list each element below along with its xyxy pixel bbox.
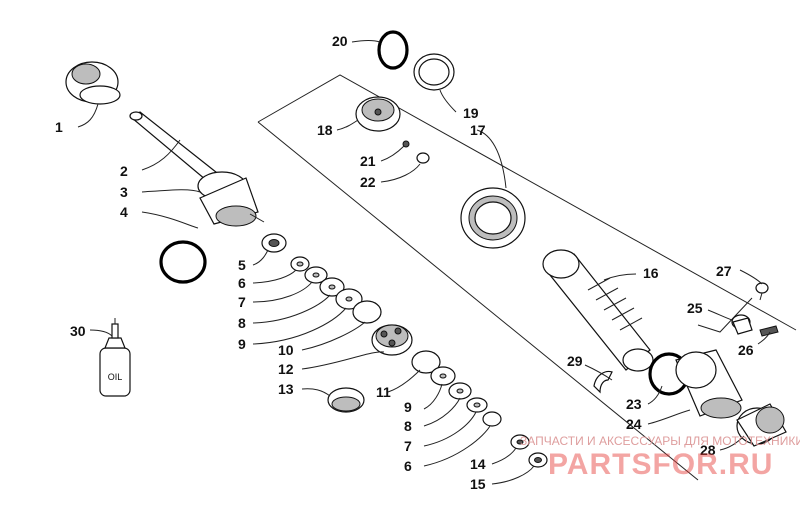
part-cap-26: [759, 325, 779, 337]
part-cap-18: [355, 96, 401, 132]
part-bumper-16: [542, 249, 654, 372]
callout-labels: 1 2 3 4 5 6 7 8 9 10 11 12 13 14 15 16 1…: [55, 33, 754, 492]
callout-1: 1: [55, 119, 63, 135]
part-ring-19: [413, 53, 455, 91]
part-collar-17: [460, 187, 526, 249]
callout-13: 13: [278, 381, 294, 397]
assembly-bracket: [257, 74, 797, 331]
part-washer-5: [261, 233, 287, 253]
callout-5: 5: [238, 257, 246, 273]
callout-20: 20: [332, 33, 348, 49]
part-shim-stack-lower: [411, 350, 502, 427]
callout-3: 3: [120, 184, 128, 200]
callout-19: 19: [463, 105, 479, 121]
callout-9-lower: 9: [404, 399, 412, 415]
callout-11: 11: [376, 384, 391, 400]
part-ball-21: [402, 140, 410, 148]
part-o-ring-4: [159, 240, 207, 284]
callout-30: 30: [70, 323, 86, 339]
watermark-logo: PARTSFOR.RU: [548, 448, 773, 481]
part-shim-stack-upper: [290, 256, 382, 324]
part-bushing-28: [736, 403, 787, 447]
callout-10: 10: [278, 342, 294, 358]
callout-29: 29: [567, 353, 583, 369]
callout-8: 8: [238, 315, 246, 331]
callout-7-lower: 7: [404, 438, 412, 454]
part-screw-27: [755, 282, 769, 301]
callout-6: 6: [238, 275, 246, 291]
callout-12: 12: [278, 361, 294, 377]
leader-lines: [77, 40, 771, 485]
part-shaft-body: [197, 171, 265, 227]
callout-17: 17: [470, 122, 486, 138]
part-washer-14: [510, 434, 530, 450]
callout-26: 26: [738, 342, 754, 358]
assembly-bracket-lower: [257, 121, 699, 481]
part-oil-bottle-30: [99, 318, 131, 397]
part-eyelet: [65, 61, 121, 105]
callout-25: 25: [687, 300, 703, 316]
part-screw-22: [416, 152, 430, 164]
callout-7: 7: [238, 294, 246, 310]
part-piston: [371, 324, 413, 356]
callout-24: 24: [626, 416, 642, 432]
callout-15: 15: [470, 476, 486, 492]
callout-28: 28: [700, 442, 716, 458]
callout-2: 2: [120, 163, 128, 179]
callout-18: 18: [317, 122, 333, 138]
callout-21: 21: [360, 153, 376, 169]
callout-16: 16: [643, 265, 659, 281]
callout-9: 9: [238, 336, 246, 352]
oil-bottle-label: OIL: [108, 372, 123, 382]
watermark-tagline: ЗАПЧАСТИ И АКСЕССУАРЫ ДЛЯ МОТОТЕХНИКИ: [520, 434, 800, 448]
callout-4: 4: [120, 204, 128, 220]
callout-14: 14: [470, 456, 486, 472]
callout-8-lower: 8: [404, 418, 412, 434]
callout-22: 22: [360, 174, 376, 190]
part-piston-band: [327, 387, 365, 413]
part-nut-15: [528, 452, 548, 468]
part-o-ring-20: [377, 30, 409, 70]
part-valve-25: [731, 314, 753, 335]
callout-23: 23: [626, 396, 642, 412]
callout-27: 27: [716, 263, 732, 279]
part-reservoir-24: [675, 349, 743, 419]
sub-bracket: [697, 297, 753, 333]
callout-6-lower: 6: [404, 458, 412, 474]
